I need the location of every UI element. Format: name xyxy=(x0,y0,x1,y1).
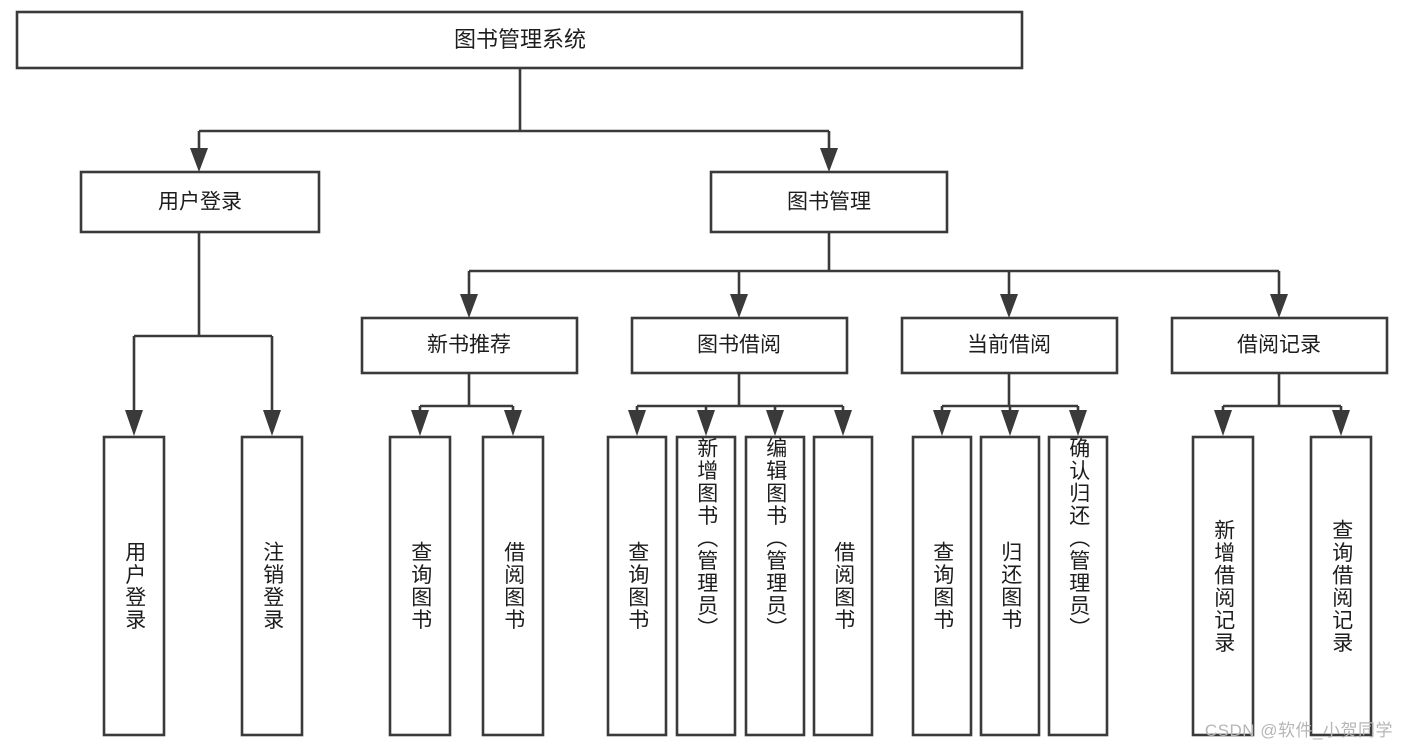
leaf-box-book-borrow-0[interactable] xyxy=(606,435,668,737)
leaf-box-borrow-record-0[interactable] xyxy=(1191,435,1255,737)
leaf-box-new-book-1[interactable] xyxy=(481,435,545,737)
arrowhead-bookborrow-leaf-3 xyxy=(766,410,784,436)
arrowhead-currentborrow-leaf-1 xyxy=(933,410,951,436)
arrowhead-currentborrow-leaf-2 xyxy=(1001,410,1019,436)
arrowhead-borrowrecord-leaf-1 xyxy=(1214,410,1232,436)
node-borrow-record-label: 借阅记录 xyxy=(1237,334,1321,357)
arrowhead-current-borrow xyxy=(1000,294,1018,318)
leaf-box-user-login-1[interactable] xyxy=(240,435,304,737)
arrowhead-bookborrow-leaf-1 xyxy=(628,410,646,436)
node-book-borrow[interactable]: 图书借阅 xyxy=(630,316,849,375)
node-current-borrow-label: 当前借阅 xyxy=(967,334,1051,357)
node-borrow-record[interactable]: 借阅记录 xyxy=(1170,316,1389,375)
node-book-borrow-box[interactable] xyxy=(630,316,849,375)
node-root-label: 图书管理系统 xyxy=(454,27,586,52)
node-book-borrow-label: 图书借阅 xyxy=(697,334,781,357)
arrowhead-newbook-leaf-1 xyxy=(411,410,429,436)
watermark-text: CSDN @软件_小贺同学 xyxy=(1204,721,1393,740)
leaf-box-current-borrow-1[interactable] xyxy=(979,435,1041,737)
arrowhead-borrow-record xyxy=(1270,294,1288,318)
node-book-management-box[interactable] xyxy=(709,170,949,234)
connector-group xyxy=(125,68,1350,436)
arrowhead-bookborrow-leaf-2 xyxy=(697,410,715,436)
arrowhead-login-leaf-1 xyxy=(125,410,143,436)
leaf-box-group xyxy=(102,435,1373,737)
leaf-box-book-borrow-2[interactable] xyxy=(744,435,806,737)
leaf-box-new-book-0[interactable] xyxy=(388,435,452,737)
arrowhead-new-book xyxy=(460,294,478,318)
node-user-login-label: 用户登录 xyxy=(158,191,242,214)
arrowhead-bookmgmt xyxy=(820,148,838,172)
node-current-borrow[interactable]: 当前借阅 xyxy=(900,316,1119,375)
arrowhead-login-leaf-2 xyxy=(263,410,281,436)
arrowhead-bookborrow-leaf-4 xyxy=(834,410,852,436)
node-borrow-record-box[interactable] xyxy=(1170,316,1389,375)
leaf-box-book-borrow-1[interactable] xyxy=(675,435,737,737)
arrowhead-currentborrow-leaf-3 xyxy=(1069,410,1087,436)
node-current-borrow-box[interactable] xyxy=(900,316,1119,375)
arrowhead-borrowrecord-leaf-2 xyxy=(1332,410,1350,436)
node-new-book-recommend-label: 新书推荐 xyxy=(427,334,511,357)
arrowhead-login xyxy=(190,148,208,172)
node-new-book-recommend[interactable]: 新书推荐 xyxy=(360,316,579,375)
arrowhead-newbook-leaf-2 xyxy=(504,410,522,436)
node-new-book-recommend-box[interactable] xyxy=(360,316,579,375)
leaf-box-current-borrow-2[interactable] xyxy=(1047,435,1109,737)
node-user-login-box[interactable] xyxy=(79,170,321,234)
node-root[interactable]: 图书管理系统 xyxy=(15,10,1024,70)
leaf-box-book-borrow-3[interactable] xyxy=(812,435,874,737)
arrowhead-book-borrow xyxy=(730,294,748,318)
node-book-management-label: 图书管理 xyxy=(787,191,871,214)
node-book-management[interactable]: 图书管理 xyxy=(709,170,949,234)
leaf-box-borrow-record-1[interactable] xyxy=(1309,435,1373,737)
node-root-box[interactable] xyxy=(15,10,1024,70)
leaf-box-current-borrow-0[interactable] xyxy=(911,435,973,737)
node-user-login[interactable]: 用户登录 xyxy=(79,170,321,234)
leaf-box-user-login-0[interactable] xyxy=(102,435,166,737)
